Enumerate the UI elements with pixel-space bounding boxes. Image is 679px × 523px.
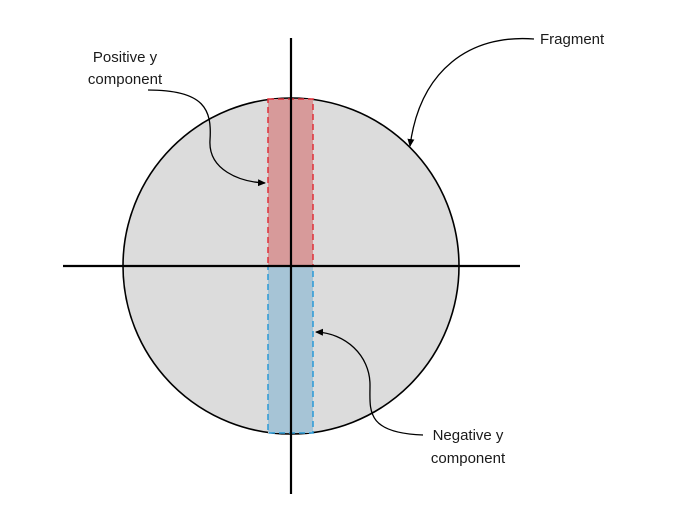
- positive-arrow: [147, 89, 266, 187]
- fragment-arrow: [407, 37, 535, 147]
- fragment-label: Fragment: [540, 31, 605, 48]
- negative-label-line2: component: [431, 450, 506, 467]
- negative-arrow: [315, 328, 424, 436]
- positive-label-line1: Positive y: [93, 49, 158, 66]
- negative-label-line1: Negative y: [433, 427, 504, 444]
- positive-label-line2: component: [88, 71, 163, 88]
